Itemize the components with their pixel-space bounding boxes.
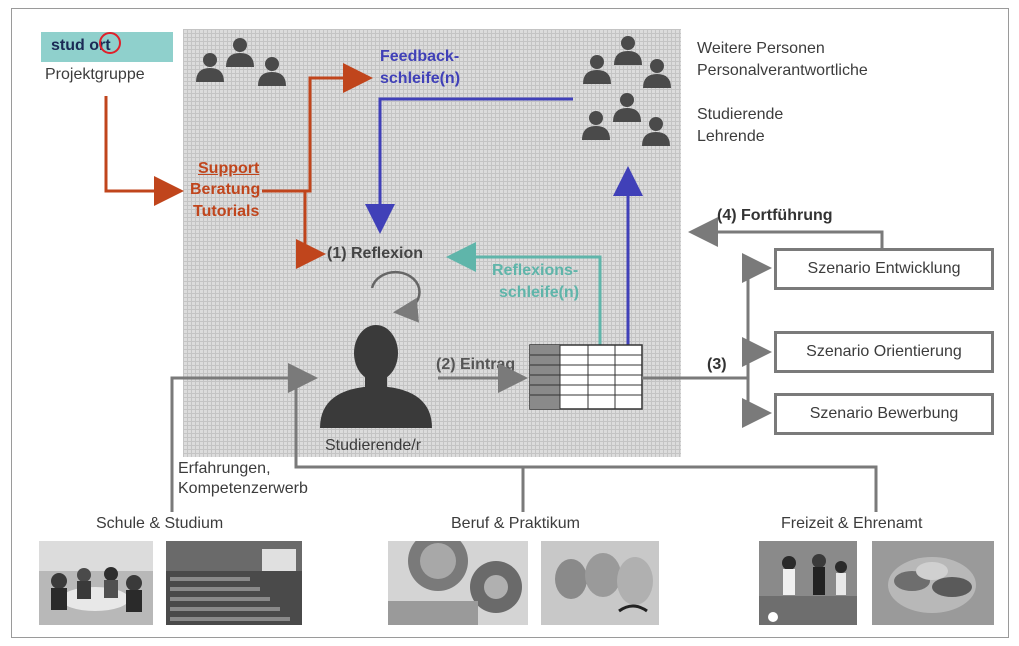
photo-gears <box>388 541 528 625</box>
beratung-label: Beratung <box>190 181 261 198</box>
people-group-right-bottom-icon <box>582 93 670 146</box>
people-label-weitere: Weitere Personen <box>697 40 825 57</box>
erfahrungen-label-2: Kompetenzerwerb <box>178 480 308 497</box>
source-schule-label: Schule & Studium <box>96 515 224 532</box>
reflexion-label: (1) Reflexion <box>327 245 424 262</box>
people-group-left-icon <box>196 38 286 86</box>
feedback-label-1: Feedback- <box>380 48 460 65</box>
diagram-frame <box>11 8 1009 638</box>
scenario-entwicklung-box: Szenario Entwicklung <box>774 248 994 290</box>
fortfuehrung-label: (4) Fortführung <box>717 207 833 224</box>
studport-logo: stud ort <box>41 32 173 62</box>
photo-hands <box>872 541 994 625</box>
reflexionsschleife-label-1: Reflexions- <box>492 262 579 279</box>
reflexionsschleife-label-2: schleife(n) <box>499 284 580 301</box>
people-label-lehrende: Lehrende <box>697 128 765 145</box>
source-freizeit-label: Freizeit & Ehrenamt <box>781 515 923 532</box>
people-label-personal: Personalverantwortliche <box>697 62 868 79</box>
step3-label: (3) <box>707 356 727 373</box>
photo-lecture-hall <box>166 541 302 625</box>
portfolio-table-icon <box>529 344 643 410</box>
tutorials-label: Tutorials <box>193 203 260 220</box>
student-label: Studierende/r <box>325 437 422 454</box>
support-arrows <box>104 63 373 269</box>
student-silhouette-icon <box>320 325 432 428</box>
erfahrungen-label-1: Erfahrungen, <box>178 460 271 477</box>
feedback-label-2: schleife(n) <box>380 70 461 87</box>
photo-classroom-group <box>39 541 153 625</box>
photo-callcenter <box>541 541 659 625</box>
logo-text: stud ort <box>51 37 111 54</box>
people-label-studierende: Studierende <box>697 106 784 123</box>
people-group-right-top-icon <box>583 36 671 88</box>
scenario-entwicklung-label: Szenario Entwicklung <box>807 260 961 277</box>
feedback-arrows <box>365 97 643 345</box>
source-beruf-label: Beruf & Praktikum <box>451 515 580 532</box>
scenario-bewerbung-label: Szenario Bewerbung <box>809 405 959 422</box>
scenario-bewerbung-box: Szenario Bewerbung <box>774 393 994 435</box>
eintrag-label: (2) Eintrag <box>436 356 516 373</box>
scenario-orientierung-box: Szenario Orientierung <box>774 331 994 373</box>
projektgruppe-label: Projektgruppe <box>45 66 145 83</box>
logo-circle-icon <box>99 32 121 54</box>
process-arrows <box>170 217 884 512</box>
reflexionsschleife-arrow <box>446 242 602 345</box>
reflexion-loop-icon <box>370 270 421 323</box>
photo-football <box>759 541 857 625</box>
support-label: Support <box>198 160 260 177</box>
scenario-orientierung-label: Szenario Orientierung <box>806 343 962 360</box>
